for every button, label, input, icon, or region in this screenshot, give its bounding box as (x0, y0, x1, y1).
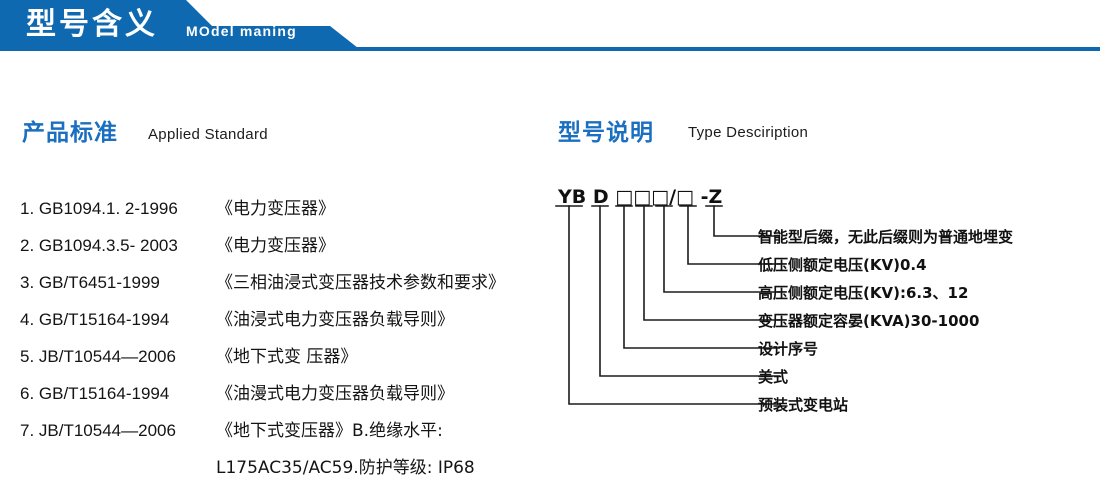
leader-label-rated-capacity: 变压器额定容晏(KVA)30-1000 (758, 312, 980, 330)
standard-item-name: 《电力变压器》 (216, 199, 335, 219)
standard-item-code: 4. GB/T15164-1994 (20, 310, 170, 329)
standards-section-title-en: Applied Standard (148, 126, 268, 143)
standard-item: 5. JB/T10544—2006 《地下式变 压器》 (20, 338, 540, 375)
standards-list: 1. GB1094.1. 2-1996《电力变压器》2. GB1094.3.5-… (20, 190, 540, 486)
standard-item: 7. JB/T10544—2006 《地下式变压器》B.绝缘水平: (20, 412, 540, 449)
type-code-string: YB D □□□/□ -Z (558, 186, 723, 208)
standard-item: 6. GB/T15164-1994 《油漫式电力变压器负载导则》 (20, 375, 540, 412)
standard-item: L175AC35/AC59.防护等级: IP68 (20, 449, 540, 486)
standard-item-name: 《电力变压器》 (216, 236, 335, 256)
standard-item-name: 《油浸式电力变压器负载导则》 (216, 310, 454, 330)
standard-item-name: 《三相油浸式变压器技术参数和要求》 (216, 273, 505, 293)
header-banner-shape (0, 0, 358, 48)
standard-item-name: 《地下式变 压器》 (216, 347, 358, 367)
leader-label-american-style: 美式 (758, 368, 789, 386)
leader-label-design-serial: 设计序号 (758, 340, 819, 358)
standard-item: 3. GB/T6451-1999 《三相油浸式变压器技术参数和要求》 (20, 264, 540, 301)
type-code-leader-lines (555, 205, 780, 405)
header-title-cn: 型号含义 (26, 7, 158, 42)
standard-item-code: 3. GB/T6451-1999 (20, 273, 160, 292)
leader-label-prefab-substation: 预装式变电站 (758, 396, 849, 414)
standard-item-code: 7. JB/T10544—2006 (20, 421, 176, 440)
standard-item: 4. GB/T15164-1994 《油浸式电力变压器负载导则》 (20, 301, 540, 338)
leader-label-hv-rated-voltage: 高压侧额定电压(KV):6.3、12 (758, 284, 969, 302)
standard-item-code: 1. GB1094.1. 2-1996 (20, 199, 178, 218)
type-section-title-en: Type Desciription (688, 124, 809, 141)
page-header: 型号含义 MOdel maning (0, 0, 1100, 56)
type-code-diagram: YB D □□□/□ -Z 智能型后缀，无此后缀则 (550, 186, 1100, 446)
standards-section-title-cn: 产品标准 (22, 120, 118, 146)
standard-item-name: 《地下式变压器》B.绝缘水平: (216, 421, 443, 441)
standard-item-name: L175AC35/AC59.防护等级: IP68 (216, 458, 475, 478)
header-bottom-rule (0, 47, 1100, 51)
type-section-title-cn: 型号说明 (558, 120, 654, 146)
standard-item: 1. GB1094.1. 2-1996 《电力变压器》 (20, 190, 540, 227)
standard-item-name: 《油漫式电力变压器负载导则》 (216, 384, 454, 404)
standard-item-code: 5. JB/T10544—2006 (20, 347, 176, 366)
standard-item: 2. GB1094.3.5- 2003 《电力变压器》 (20, 227, 540, 264)
header-title-en: MOdel maning (186, 23, 297, 39)
standard-item-code: 6. GB/T15164-1994 (20, 384, 170, 403)
leader-label-intelligent-suffix: 智能型后缀，无此后缀则为普通地埋变 (758, 228, 1014, 246)
leader-label-lv-rated-voltage: 低压侧额定电压(KV)0.4 (758, 256, 927, 274)
standard-item-code: 2. GB1094.3.5- 2003 (20, 236, 178, 255)
